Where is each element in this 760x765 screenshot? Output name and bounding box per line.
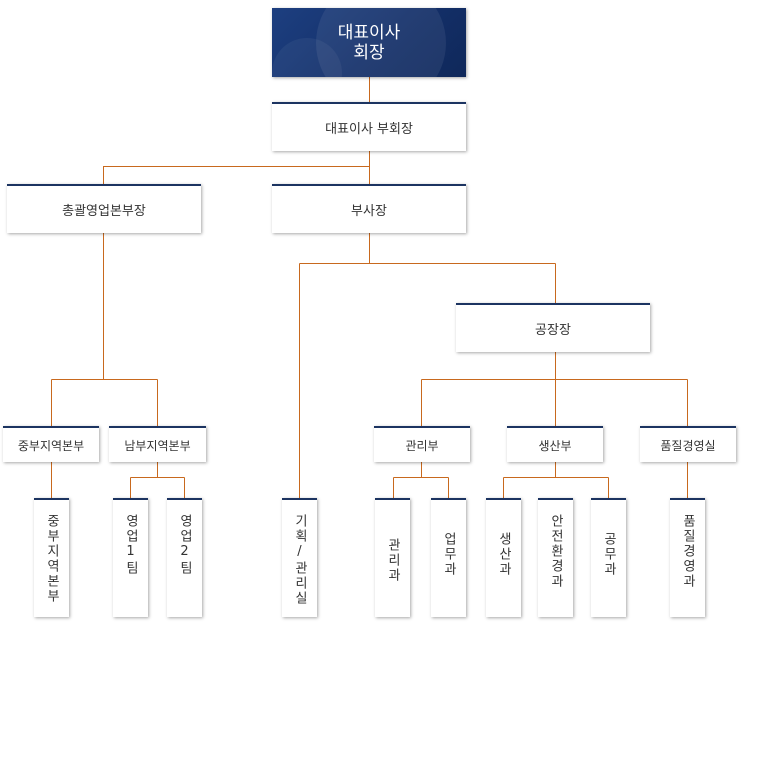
south-region-box: 남부지역본부: [109, 426, 206, 462]
sales-team1-box: 영업1팀: [113, 498, 148, 617]
production-section-box: 생산과: [486, 498, 521, 617]
business-section-label: 업무과: [441, 532, 456, 577]
connector-vp-branch: [299, 233, 556, 499]
safety-section-box: 안전환경과: [538, 498, 573, 617]
south-region-label: 남부지역본부: [124, 438, 191, 453]
plant-manager-box: 공장장: [456, 303, 650, 352]
business-section-box: 업무과: [431, 498, 466, 617]
ceo-title: 대표이사: [337, 22, 401, 43]
central-region-label: 중부지역본부: [17, 438, 85, 453]
quality-dept-label: 품질경영실: [660, 438, 716, 453]
sales-head-box: 총괄영업본부장: [7, 184, 201, 233]
central-region-box: 중부지역본부: [3, 426, 99, 462]
sales-team2-label: 영업2팀: [177, 514, 192, 576]
vice-chairman-box: 대표이사 부회장: [272, 102, 466, 151]
central-hq-label: 중부지역본부: [44, 514, 59, 604]
connector-sales-to-regions: [51, 233, 158, 427]
connector-admin-to-sections: [393, 462, 449, 499]
quality-section-label: 품질경영과: [680, 514, 695, 589]
plant-manager-label: 공장장: [535, 323, 571, 338]
connector-vice-to-sales: [103, 166, 370, 185]
central-hq-box: 중부지역본부: [34, 498, 69, 617]
planning-office-label: 기획/관리실: [292, 514, 307, 606]
connector-production-to-sections: [503, 462, 609, 499]
admin-section-label: 관리과: [385, 538, 400, 583]
ceo-decoration: [316, 8, 446, 77]
connector-south-to-teams: [130, 462, 185, 499]
ceo-role: 회장: [353, 42, 385, 63]
planning-office-box: 기획/관리실: [282, 498, 317, 617]
engineering-section-box: 공무과: [591, 498, 626, 617]
sales-team1-label: 영업1팀: [123, 514, 138, 576]
engineering-section-label: 공무과: [601, 532, 616, 577]
production-dept-label: 생산부: [538, 438, 572, 453]
admin-dept-label: 관리부: [405, 438, 439, 453]
production-dept-box: 생산부: [507, 426, 603, 462]
vice-president-box: 부사장: [272, 184, 466, 233]
vice-chairman-label: 대표이사 부회장: [325, 122, 413, 137]
vice-president-label: 부사장: [351, 204, 387, 219]
admin-section-box: 관리과: [375, 498, 410, 617]
production-section-label: 생산과: [496, 532, 511, 577]
ceo-box: 대표이사 회장: [272, 8, 466, 77]
quality-section-box: 품질경영과: [670, 498, 705, 617]
safety-section-label: 안전환경과: [548, 514, 563, 589]
quality-dept-box: 품질경영실: [640, 426, 736, 462]
sales-head-label: 총괄영업본부장: [62, 204, 146, 219]
admin-dept-box: 관리부: [374, 426, 470, 462]
connector-plant-to-depts: [421, 352, 688, 427]
sales-team2-box: 영업2팀: [167, 498, 202, 617]
